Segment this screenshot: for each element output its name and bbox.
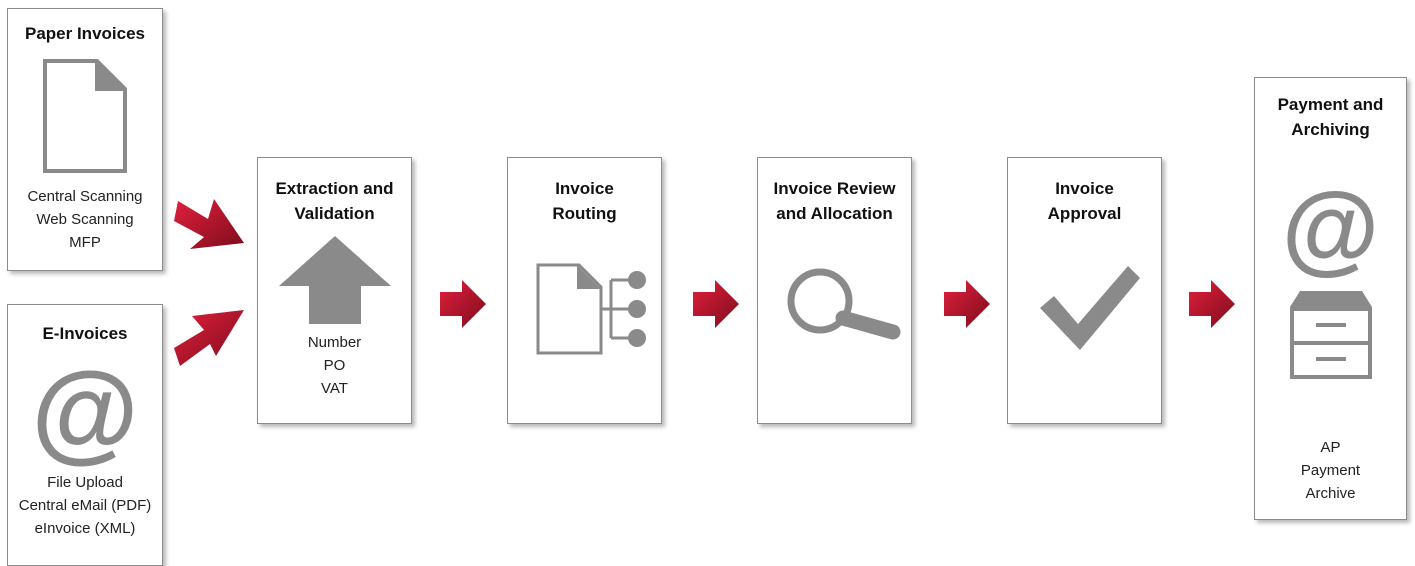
flow-arrow (1189, 280, 1235, 328)
e-invoices-title: E-Invoices (42, 324, 128, 343)
step-fields: Number PO VAT (258, 331, 411, 400)
up-arrow-icon (279, 236, 391, 324)
step-title-line: Payment and (1277, 95, 1384, 114)
source-line: File Upload (47, 474, 123, 491)
source-line: Central Scanning (27, 188, 143, 205)
step-title-line: Invoice (1055, 179, 1114, 198)
step-title: Payment and Archiving (1255, 92, 1406, 142)
e-invoices-sources: File Upload Central eMail (PDF) eInvoice… (8, 471, 162, 540)
step-title-line: Approval (1047, 204, 1122, 223)
step-title: Invoice Review and Allocation (758, 176, 911, 226)
step-title: Extraction and Validation (258, 176, 411, 226)
payment-line: AP (1320, 439, 1341, 456)
payment-archiving-box: Payment and Archiving @ AP Payment Archi… (1254, 77, 1407, 520)
flow-arrow (693, 280, 739, 328)
flow-arrow-einvoice-to-extraction (174, 310, 244, 366)
source-line: Web Scanning (36, 211, 134, 228)
paper-invoices-sources: Central Scanning Web Scanning MFP (8, 185, 162, 254)
payment-line: Archive (1305, 485, 1356, 502)
paper-invoices-title: Paper Invoices (24, 24, 145, 43)
step-title-line: Invoice Review (773, 179, 896, 198)
step-box-invoice-approval: Invoice Approval (1007, 157, 1162, 424)
archive-cabinet-icon (1290, 291, 1372, 379)
source-line: Central eMail (PDF) (18, 497, 152, 514)
step-title-line: Validation (294, 204, 375, 223)
flow-arrow (440, 280, 486, 328)
document-routing-icon (536, 263, 646, 355)
field-line: Number (307, 334, 362, 351)
step-title: Invoice Approval (1008, 176, 1161, 226)
step-title-line: Extraction and (275, 179, 394, 198)
paper-invoices-box: Paper Invoices Central Scanning Web Scan… (7, 8, 163, 271)
document-icon (43, 59, 127, 173)
at-icon: @ (31, 350, 139, 473)
flow-arrow (944, 280, 990, 328)
at-icon: @ (1281, 172, 1380, 284)
step-box-invoice-review: Invoice Review and Allocation (757, 157, 912, 424)
e-invoices-box: E-Invoices @ File Upload Central eMail (… (7, 304, 163, 566)
step-title-line: and Allocation (776, 204, 893, 223)
step-title-line: Invoice (555, 179, 614, 198)
field-line: VAT (321, 380, 348, 397)
step-title-line: Routing (552, 204, 617, 223)
payment-items: AP Payment Archive (1255, 436, 1406, 505)
step-title-line: Archiving (1291, 120, 1370, 139)
field-line: PO (323, 357, 346, 374)
step-title: Invoice Routing (508, 176, 661, 226)
step-box-invoice-routing: Invoice Routing (507, 157, 662, 424)
source-line: MFP (69, 234, 101, 251)
magnifier-icon (787, 268, 901, 340)
payment-line: Payment (1300, 462, 1361, 479)
checkmark-icon (1040, 266, 1140, 350)
step-box-extraction-validation: Extraction and Validation Number PO VAT (257, 157, 412, 424)
flow-arrow-paper-to-extraction (174, 199, 244, 249)
source-line: eInvoice (XML) (34, 520, 136, 537)
